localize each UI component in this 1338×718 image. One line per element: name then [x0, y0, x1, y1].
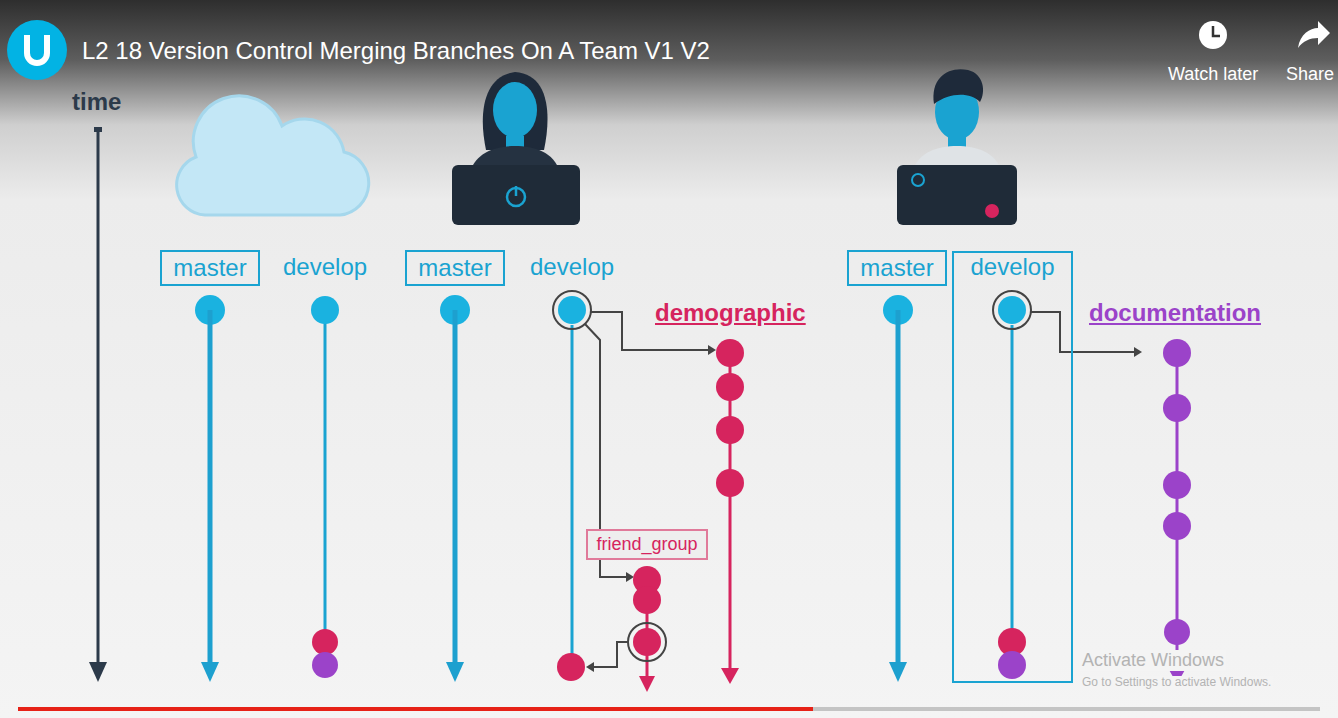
commit: [1163, 471, 1191, 499]
node-text: develop: [954, 253, 1071, 281]
cloud: [177, 96, 369, 215]
arrowhead: [721, 668, 739, 684]
watermark: Go to Settings to activate Windows.: [1080, 676, 1273, 690]
commit: [1164, 619, 1190, 645]
commit: [1163, 512, 1191, 540]
commit-ring: [993, 291, 1031, 329]
button-label: Watch later: [1168, 64, 1258, 85]
branch-box: friend_group: [586, 529, 708, 560]
branch-name: demographic: [655, 299, 806, 327]
arrowhead: [586, 662, 594, 672]
hair: [483, 72, 548, 150]
branch-line: [571, 325, 574, 655]
arrowhead: [639, 676, 655, 692]
share-icon: [1298, 21, 1330, 48]
commit-ring: [628, 623, 666, 661]
branch-box: master: [847, 250, 947, 286]
branch-line: [453, 310, 458, 665]
commit: [311, 296, 339, 324]
hair: [933, 69, 983, 104]
node-text: master: [173, 254, 247, 282]
clock-hands: [1213, 26, 1220, 36]
arrowhead: [626, 572, 634, 582]
branch-name: develop: [530, 253, 614, 281]
commit: [716, 373, 744, 401]
node-text: master: [860, 254, 934, 282]
branch-line: [208, 310, 213, 665]
commit: [1163, 339, 1191, 367]
branch-line: [896, 310, 901, 665]
commit: [998, 651, 1026, 679]
branch-line: [1011, 325, 1014, 640]
commit: [1163, 394, 1191, 422]
branch-box: master: [160, 250, 260, 286]
commit: [716, 469, 744, 497]
laptop: [897, 165, 1017, 225]
node-text: friend_group: [596, 534, 698, 555]
commit: [633, 586, 661, 614]
axis-label: time: [72, 88, 121, 116]
sticker: [912, 174, 924, 186]
branch-box: master: [405, 250, 505, 286]
commit: [557, 653, 585, 681]
watermark: Activate Windows: [1080, 650, 1226, 671]
arrowhead: [1134, 347, 1142, 357]
branch-line: [324, 310, 327, 640]
commit: [716, 339, 744, 367]
logo: [7, 20, 67, 80]
arrowhead: [889, 662, 907, 682]
time-axis: [97, 130, 100, 665]
power-icon: [515, 186, 518, 196]
arrowhead: [89, 662, 107, 682]
arrowhead: [708, 345, 716, 355]
node-text: master: [418, 254, 492, 282]
commit-ring: [553, 291, 591, 329]
commit: [716, 416, 744, 444]
commit: [558, 296, 586, 324]
progress-rest: [813, 707, 1320, 711]
commit: [312, 652, 338, 678]
sticker: [985, 204, 999, 218]
merge-arrow: [594, 642, 628, 667]
commit: [312, 629, 338, 655]
branch-name: documentation: [1089, 299, 1261, 327]
commit: [998, 296, 1026, 324]
arrowhead: [446, 662, 464, 682]
progress-played: [18, 707, 813, 711]
arrowhead: [201, 662, 219, 682]
clock-icon: [1199, 21, 1227, 49]
laptop: [452, 165, 580, 225]
video-title: L2 18 Version Control Merging Branches O…: [82, 37, 710, 65]
button-label: Share: [1286, 64, 1334, 85]
logo-mark: [27, 35, 47, 63]
face: [493, 82, 537, 138]
branch-name: develop: [283, 253, 367, 281]
highlight-box: develop: [952, 251, 1073, 683]
commit: [633, 628, 661, 656]
